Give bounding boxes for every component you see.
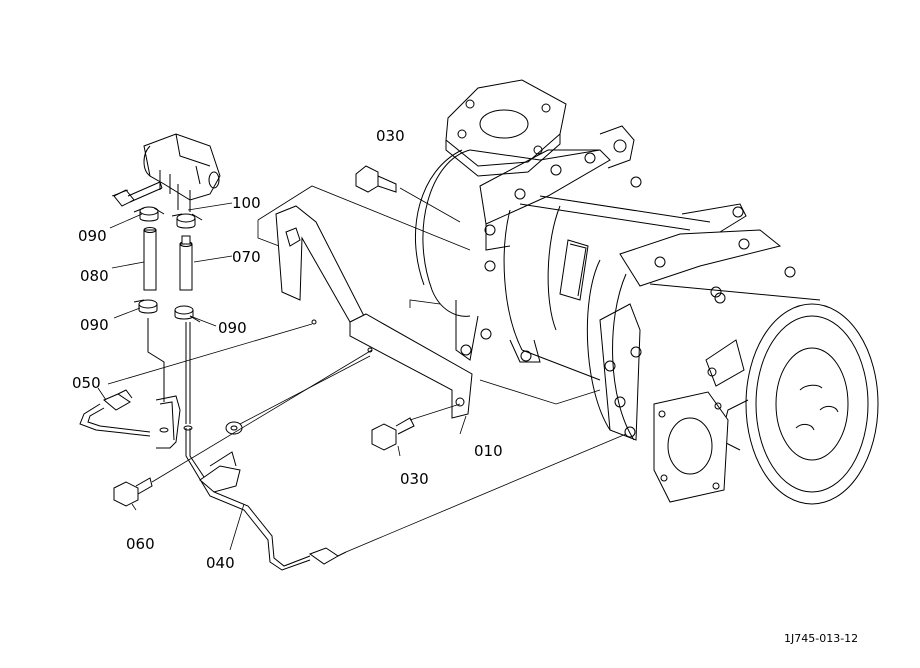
drawing-reference-code: 1J745-013-12 xyxy=(784,632,858,645)
bolt-030-upper xyxy=(355,165,397,193)
callout-050: 050 xyxy=(72,374,101,392)
callout-090-lower-left: 090 xyxy=(80,316,109,334)
pipe-050 xyxy=(79,318,193,449)
callout-090-upper: 090 xyxy=(78,227,107,245)
bolt-030-lower xyxy=(371,417,415,451)
callout-070: 070 xyxy=(232,248,261,266)
callout-030-lower: 030 xyxy=(400,470,429,488)
hose-clip-090-lower-right xyxy=(174,305,201,323)
callout-060: 060 xyxy=(126,535,155,553)
callout-090-lower-right: 090 xyxy=(218,319,247,337)
pipe-040 xyxy=(185,421,347,571)
callout-030-upper: 030 xyxy=(376,127,405,145)
pressure-sensor xyxy=(143,133,221,212)
sensor-bolt xyxy=(113,181,163,207)
callout-100: 100 xyxy=(232,194,261,212)
hose-clip-090-upper-right xyxy=(171,213,203,229)
callout-010: 010 xyxy=(474,442,503,460)
exhaust-filter-assembly xyxy=(414,79,879,505)
hose-clip-090-lower-left xyxy=(133,299,158,314)
hose-070 xyxy=(179,235,193,291)
callout-040: 040 xyxy=(206,554,235,572)
bolt-060 xyxy=(113,477,153,507)
hose-clip-090-upper-left xyxy=(133,206,165,222)
callout-080: 080 xyxy=(80,267,109,285)
hose-080 xyxy=(143,227,157,291)
callout-labels: 030 100 090 070 080 090 090 050 010 030 … xyxy=(72,127,503,572)
bracket-010 xyxy=(275,205,473,419)
leader-lines xyxy=(97,187,627,553)
